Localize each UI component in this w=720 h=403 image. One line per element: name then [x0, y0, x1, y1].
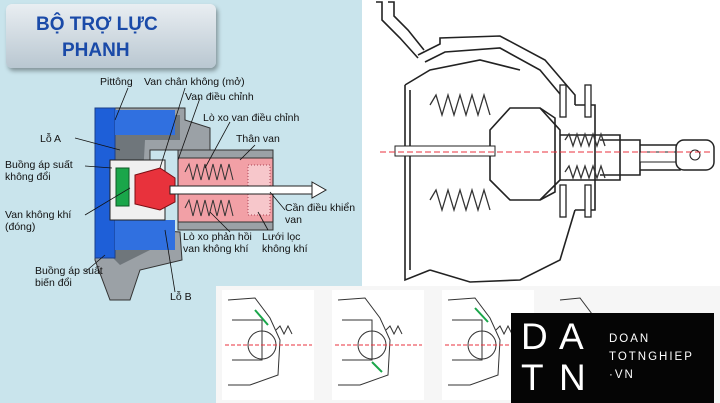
label-air-valve-1: Van không khí — [5, 209, 72, 221]
logo-text-vn: ·VN — [609, 369, 635, 381]
title-line-2: PHANH — [62, 40, 130, 61]
label-valve-body: Thân van — [236, 133, 280, 145]
doantotnghiep-logo: D A T N DOAN TOTNGHIEP ·VN — [511, 313, 714, 403]
logo-letter-a: A — [559, 316, 584, 357]
label-constant-chamber-1: Buồng áp suất — [5, 159, 73, 171]
label-return-spring-1: Lò xo phản hồi — [183, 231, 252, 243]
label-control-rod-1: Cần điều khiển — [285, 202, 356, 214]
logo-letter-t: T — [521, 357, 544, 398]
label-variable-chamber-2: biến đổi — [35, 277, 72, 289]
logo-letter-n: N — [559, 357, 586, 398]
label-adjust-spring: Lò xo van điều chỉnh — [203, 112, 300, 124]
label-piston: Pittông — [100, 76, 133, 88]
label-control-rod-2: van — [285, 214, 302, 226]
label-air-valve-2: (đóng) — [5, 221, 36, 233]
logo-text-doan: DOAN — [609, 333, 651, 345]
label-adjust-valve: Van điều chỉnh — [185, 91, 254, 103]
logo-letter-d: D — [521, 316, 548, 357]
label-hole-b: Lỗ B — [170, 291, 192, 303]
label-filter-2: không khí — [262, 243, 308, 255]
label-return-spring-2: van không khí — [183, 243, 249, 255]
label-constant-chamber-2: không đổi — [5, 171, 51, 183]
logo-text-totnghiep: TOTNGHIEP — [609, 351, 694, 363]
title-line-1: BỘ TRỢ LỰC — [36, 14, 158, 35]
label-vacuum-valve: Van chân không (mở) — [144, 76, 245, 88]
vacuum-valve-cross-section — [74, 87, 328, 301]
label-hole-a: Lỗ A — [40, 133, 62, 145]
label-variable-chamber-1: Buồng áp suất — [35, 265, 103, 277]
title-box: BỘ TRỢ LỰC PHANH — [6, 4, 216, 68]
label-filter-1: Lưới lọc — [262, 231, 301, 243]
